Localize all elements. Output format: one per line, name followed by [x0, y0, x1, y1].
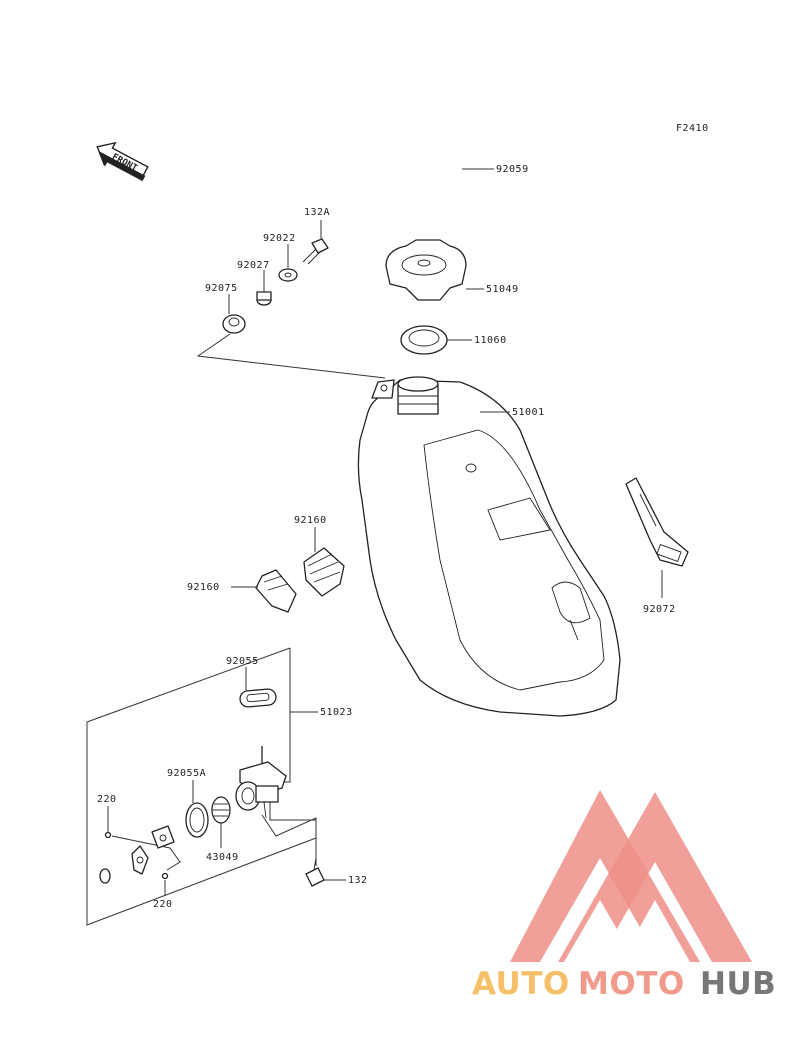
- petcock-gasket: 92055: [226, 656, 277, 708]
- lever-plate: [131, 825, 175, 875]
- cap-bolt: 132A: [302, 207, 330, 265]
- label-pad-left: 92160: [187, 582, 220, 593]
- fuel-line: 92059: [381, 153, 529, 226]
- strap: 92072: [625, 477, 689, 615]
- label-petcock-gasket: 92055: [226, 656, 259, 667]
- washer: 92022: [263, 233, 298, 282]
- label-filter: 43049: [206, 852, 239, 863]
- o-ring: 92055A: [167, 768, 209, 838]
- label-tank-cap: 51049: [486, 284, 519, 295]
- watermark-logo: [510, 790, 752, 962]
- pad-top: 92160: [294, 515, 345, 597]
- label-collar: 92027: [237, 260, 270, 271]
- watermark-hub: HUB: [700, 966, 776, 1002]
- screw-bottom: 220: [153, 872, 173, 910]
- label-washer: 92022: [263, 233, 296, 244]
- label-bolt: 132: [348, 875, 368, 886]
- label-damper: 92075: [205, 283, 238, 294]
- watermark-auto: AUTO: [472, 966, 570, 1002]
- fuel-tank: 51001: [357, 376, 621, 717]
- label-screw-bottom: 220: [153, 899, 173, 910]
- filter: 43049: [206, 796, 239, 863]
- gasket: 11060: [400, 325, 507, 355]
- label-fuel-cock: 51023: [320, 707, 353, 718]
- watermark-moto: MOTO: [578, 966, 685, 1002]
- damper: 92075: [196, 283, 386, 379]
- label-strap: 92072: [643, 604, 676, 615]
- front-arrow-icon: FRONT: [96, 141, 149, 182]
- tank-cap: 51049: [385, 239, 519, 301]
- bolt: 132: [261, 814, 368, 887]
- label-tank: 51001: [512, 407, 545, 418]
- washer-small: [99, 868, 111, 884]
- watermark-text: AUTO MOTO HUB: [472, 966, 776, 1002]
- petcock-body: [235, 746, 287, 819]
- label-screw-top: 220: [97, 794, 117, 805]
- diagram-code: F2410: [676, 123, 709, 134]
- label-o-ring: 92055A: [167, 768, 206, 779]
- label-fuel-line: 92059: [496, 164, 529, 175]
- collar: 92027: [237, 260, 272, 306]
- screw-top: 220: [97, 794, 181, 871]
- label-cap-bolt: 132A: [304, 207, 330, 218]
- label-gasket: 11060: [474, 335, 507, 346]
- pad-left: 92160: [187, 569, 297, 613]
- label-pad-top: 92160: [294, 515, 327, 526]
